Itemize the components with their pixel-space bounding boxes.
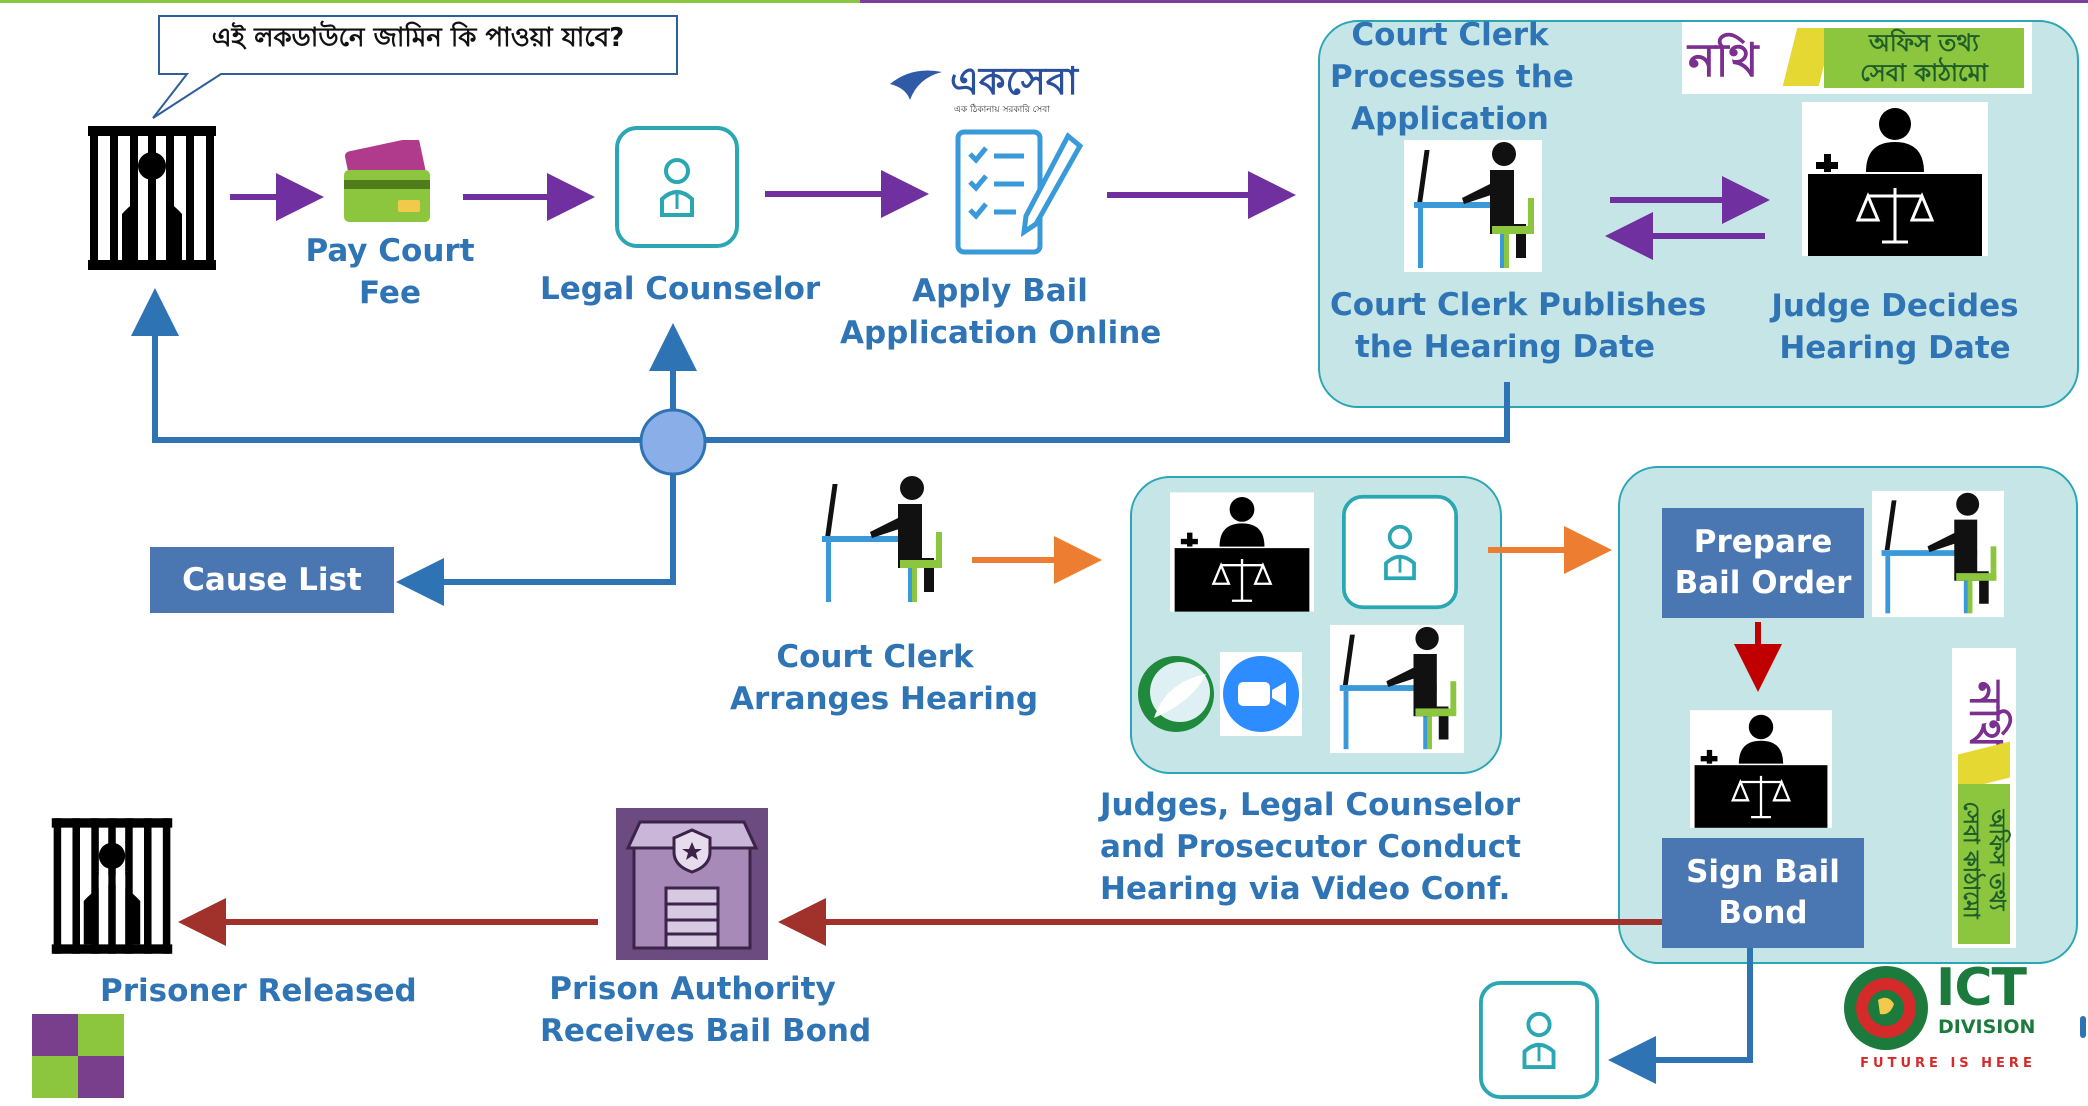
pay-fee-label: Pay Court Fee — [300, 230, 480, 314]
bottom-counselor-icon — [1479, 980, 1599, 1100]
prisoner-released-label: Prisoner Released — [100, 973, 417, 1009]
order-clerk-icon — [1872, 490, 2004, 618]
sign-bail-bond-line-2: Bond — [1718, 895, 1808, 931]
ekseba-title: একসেবা — [950, 58, 1079, 103]
arranging-clerk-icon — [812, 474, 950, 606]
judge-decides-line-2: Hearing Date — [1779, 330, 2011, 366]
ict-title: ICT — [1936, 958, 2027, 1018]
callout-text: এই লকডাউনে জামিন কি পাওয়া যাবে? — [211, 23, 625, 53]
zoom-icon — [1220, 652, 1302, 736]
nothi-sub-rotated: অফিস তথ্য সেবা কাঠামো — [1958, 780, 2010, 940]
ict-division-logo: ICT DIVISION FUTURE IS HERE — [1838, 958, 2058, 1080]
nothi-sub-v-line-1: অফিস তথ্য — [1984, 809, 2010, 911]
pay-fee-line-1: Pay Court — [305, 233, 475, 269]
hearing-counselor-icon — [1342, 494, 1458, 610]
jail-icon — [88, 126, 216, 270]
clerk-publishes-label: Court Clerk Publishes the Hearing Date — [1330, 284, 1707, 368]
nothi-sub-v-line-2: সেবা কাঠামো — [1958, 801, 1984, 919]
sign-bail-bond-line-1: Sign Bail — [1686, 854, 1840, 890]
top-strip-purple — [860, 0, 2088, 3]
question-callout — [152, 15, 678, 119]
nothi-sub-box-top: অফিস তথ্য সেবা কাঠামো — [1824, 28, 2024, 88]
released-jail-icon — [51, 818, 173, 954]
hearing-line-1: Judges, Legal Counselor — [1100, 787, 1521, 823]
clerk-processes-label: Court Clerk Processes the Application — [1330, 14, 1574, 140]
clerk-processes-line-1: Court Clerk — [1351, 17, 1549, 53]
pay-fee-line-2: Fee — [359, 275, 421, 311]
blue-hub-node — [639, 408, 707, 476]
nothi-title-top: নথি — [1688, 33, 1759, 87]
clerk-publishes-line-1: Court Clerk Publishes — [1330, 287, 1707, 323]
counselor-icon — [615, 126, 739, 248]
clerk-processes-line-3: Application — [1351, 101, 1549, 137]
hearing-clerk-icon — [1330, 624, 1464, 754]
apply-bail-line-1: Apply Bail — [912, 273, 1088, 309]
nothi-sub-box-vertical — [1958, 784, 2010, 944]
skype-icon — [1138, 656, 1214, 732]
prison-authority-label: Prison Authority Receives Bail Bond — [540, 968, 872, 1052]
blue-return-line — [131, 288, 1510, 443]
apply-bail-line-2: Application Online — [840, 315, 1162, 351]
a2i-logo — [32, 1014, 124, 1098]
nothi-sub-line-2: সেবা কাঠামো — [1860, 58, 1988, 87]
ict-tagline: FUTURE IS HERE — [1860, 1056, 2036, 1071]
prison-authority-line-1: Prison Authority — [549, 971, 836, 1007]
clerk-publishes-line-2: the Hearing Date — [1354, 329, 1656, 365]
bird-icon — [890, 70, 942, 100]
top-strip-green — [0, 0, 860, 3]
cause-list-box: Cause List — [150, 547, 394, 613]
judge-decides-line-1: Judge Decides — [1771, 288, 2019, 324]
arrow-hub-to-cause-list — [396, 440, 676, 606]
ekseba-tagline: এক ঠিকানায় সরকারি সেবা — [954, 105, 1050, 115]
nothi-logo-top: নথি অফিস তথ্য সেবা কাঠামো — [1682, 22, 2032, 94]
sign-bail-bond-box: Sign Bail Bond — [1662, 838, 1864, 948]
hearing-judge-icon — [1170, 492, 1314, 612]
clerk-arranges-line-2: Arranges Hearing — [730, 681, 1039, 717]
nothi-logo-vertical: নথি অফিস তথ্য সেবা কাঠামো — [1952, 648, 2016, 948]
clerk-desk-icon — [1404, 140, 1542, 272]
hearing-label: Judges, Legal Counselor and Prosecutor C… — [1100, 784, 1521, 910]
prison-authority-line-2: Receives Bail Bond — [540, 1013, 872, 1049]
judge-decides-label: Judge Decides Hearing Date — [1760, 285, 2030, 369]
clerk-arranges-label: Court Clerk Arranges Hearing — [730, 636, 1039, 720]
hearing-line-2: and Prosecutor Conduct — [1100, 829, 1521, 865]
prepare-bail-order-line-2: Bail Order — [1674, 565, 1852, 601]
prepare-bail-order-line-1: Prepare — [1693, 524, 1833, 560]
signing-judge-icon — [1690, 710, 1832, 828]
form-pen-icon — [955, 129, 1084, 255]
prepare-bail-order-box: Prepare Bail Order — [1662, 508, 1864, 618]
hearing-line-3: Hearing via Video Conf. — [1100, 871, 1511, 907]
clerk-processes-line-2: Processes the — [1330, 59, 1574, 95]
judge-icon — [1802, 102, 1988, 256]
apply-bail-label: Apply Bail Application Online — [840, 270, 1162, 354]
clerk-arranges-line-1: Court Clerk — [776, 639, 974, 675]
ict-division-text: DIVISION — [1938, 1016, 2036, 1038]
credit-card-icon — [344, 140, 430, 222]
nothi-sub-line-1: অফিস তথ্য — [1869, 28, 1979, 57]
edge-mark — [2080, 1016, 2086, 1038]
legal-counselor-label: Legal Counselor — [540, 271, 821, 307]
prison-building-icon — [616, 808, 768, 960]
ekseba-logo: একসেবা এক ঠিকানায় সরকারি সেবা — [888, 58, 1098, 120]
arrow-sign-to-counselor — [1608, 948, 1753, 1084]
bangladesh-seal-icon — [1844, 966, 1928, 1050]
